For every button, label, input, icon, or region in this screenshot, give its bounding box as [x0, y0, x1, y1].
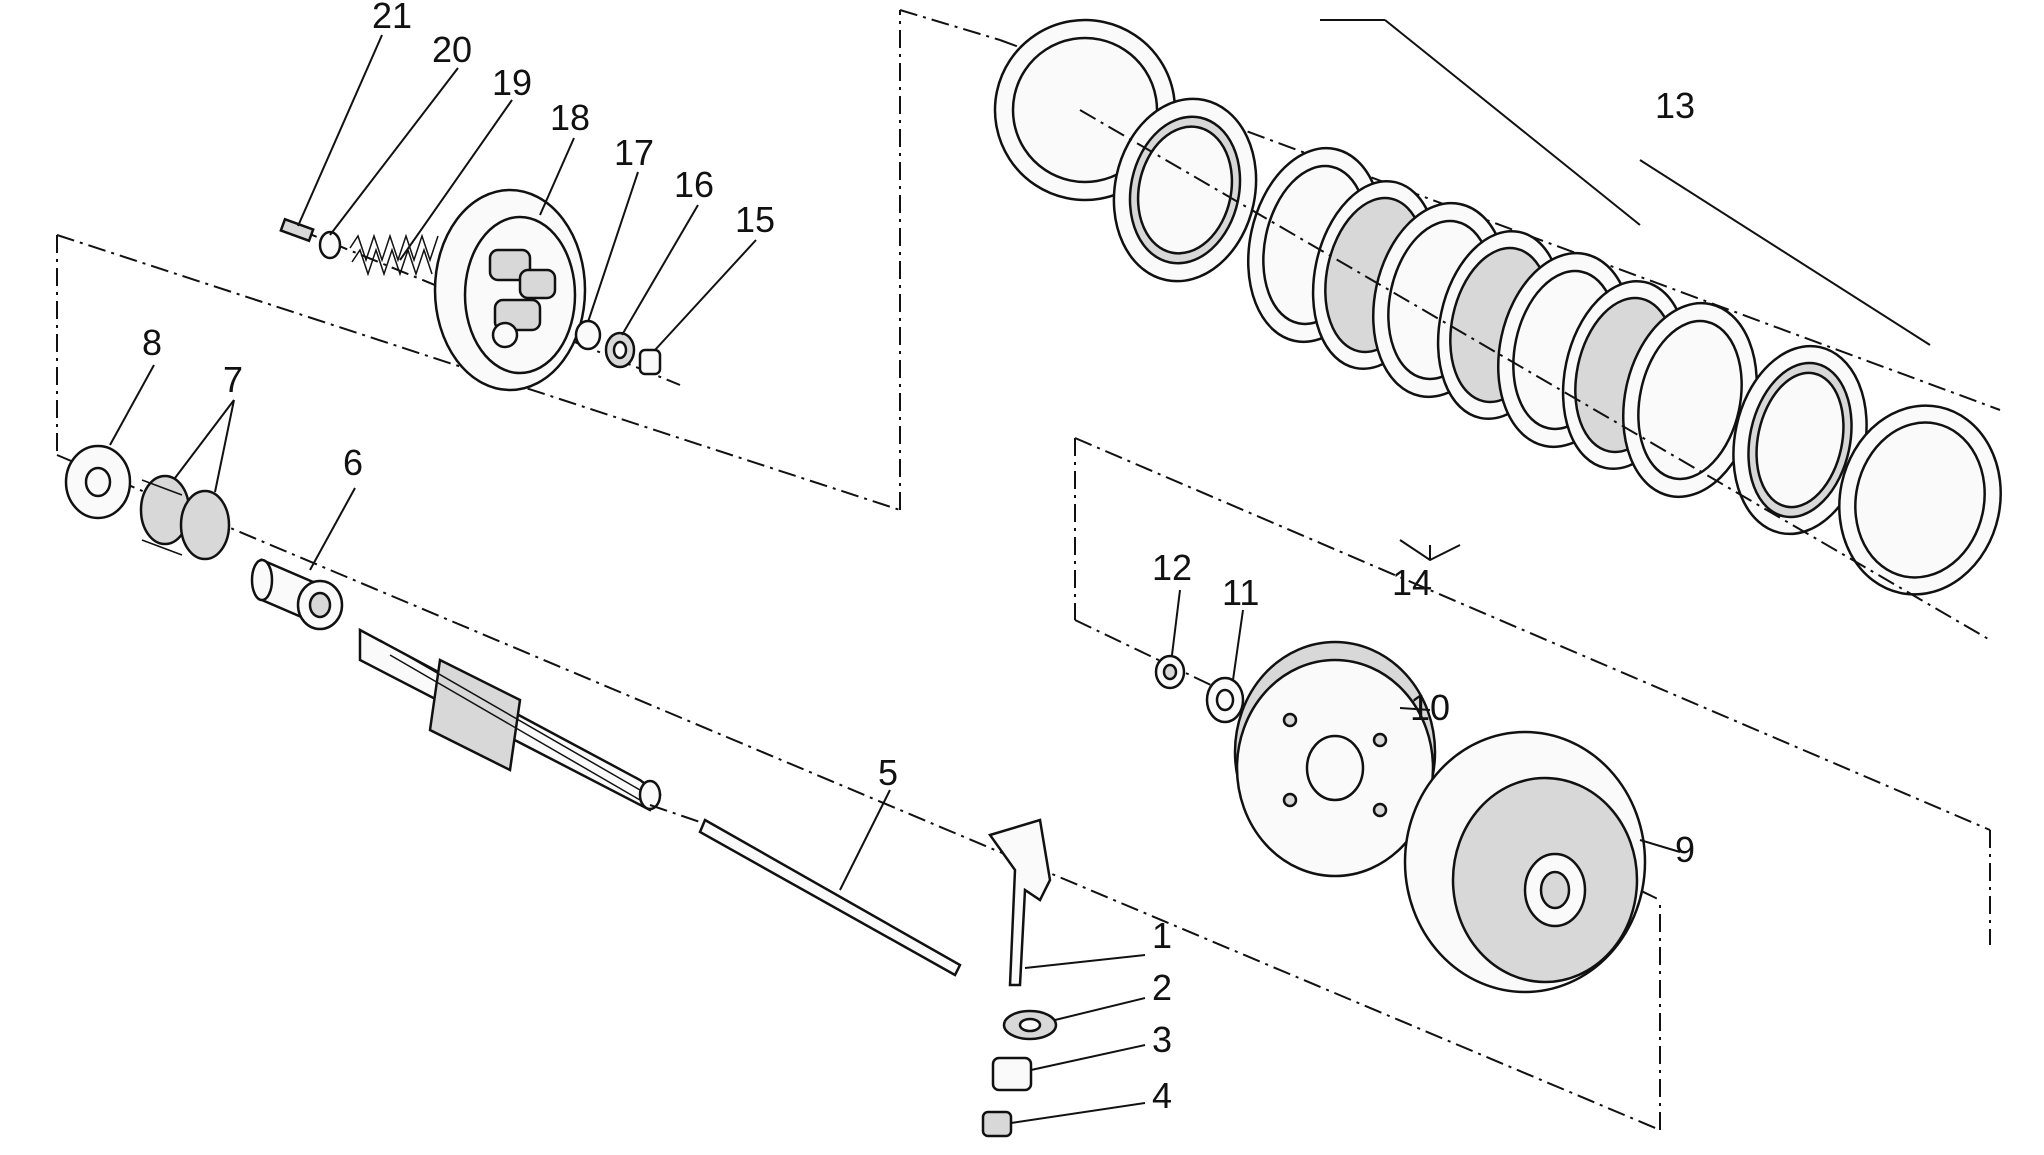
lock-washer-11	[1205, 676, 1245, 724]
lever-1	[987, 818, 1052, 987]
shaft-group	[64, 444, 962, 977]
bushing-3	[991, 1056, 1033, 1092]
lever-group	[981, 818, 1058, 1138]
pressure-plate-18	[433, 188, 587, 392]
leader-lines	[109, 34, 1681, 1124]
basket-9	[1403, 730, 1647, 994]
callout-20: 20	[432, 29, 472, 70]
callout-13: 13	[1655, 85, 1695, 126]
callout-17: 17	[614, 132, 654, 173]
push-rod-5	[649, 804, 962, 977]
callout-2: 2	[1152, 967, 1172, 1008]
callout-6: 6	[343, 442, 363, 483]
callout-12: 12	[1152, 547, 1192, 588]
callout-10: 10	[1410, 687, 1450, 728]
callout-16: 16	[674, 164, 714, 205]
clutch-disc-stack	[993, 18, 2002, 641]
callout-15: 15	[735, 199, 775, 240]
bushing-15	[638, 348, 662, 376]
bushing-4	[981, 1110, 1013, 1138]
callout-labels: 1 2 3 4 5 6 7 8 9 10 11 12 13 14 15 16 1…	[142, 0, 1695, 1116]
callout-21: 21	[372, 0, 412, 36]
callout-19: 19	[492, 62, 532, 103]
main-shaft	[358, 627, 662, 812]
callout-8: 8	[142, 322, 162, 363]
spring-19	[349, 233, 439, 277]
washer-20	[318, 230, 342, 260]
bushing-6	[250, 558, 344, 631]
needle-bearings-7	[139, 474, 231, 561]
hub-group	[1154, 640, 1647, 994]
callout-18: 18	[550, 97, 590, 138]
pressure-plate-group	[279, 188, 681, 392]
callout-14: 14	[1392, 562, 1432, 603]
washer-17	[574, 319, 602, 351]
callout-11: 11	[1222, 572, 1259, 613]
callout-1: 1	[1152, 915, 1172, 956]
hub-10	[1233, 640, 1437, 878]
callout-3: 3	[1152, 1019, 1172, 1060]
callout-7: 7	[223, 359, 243, 400]
callout-4: 4	[1152, 1075, 1172, 1116]
callout-5: 5	[878, 752, 898, 793]
bolt-21	[279, 217, 315, 243]
callout-9: 9	[1675, 829, 1695, 870]
